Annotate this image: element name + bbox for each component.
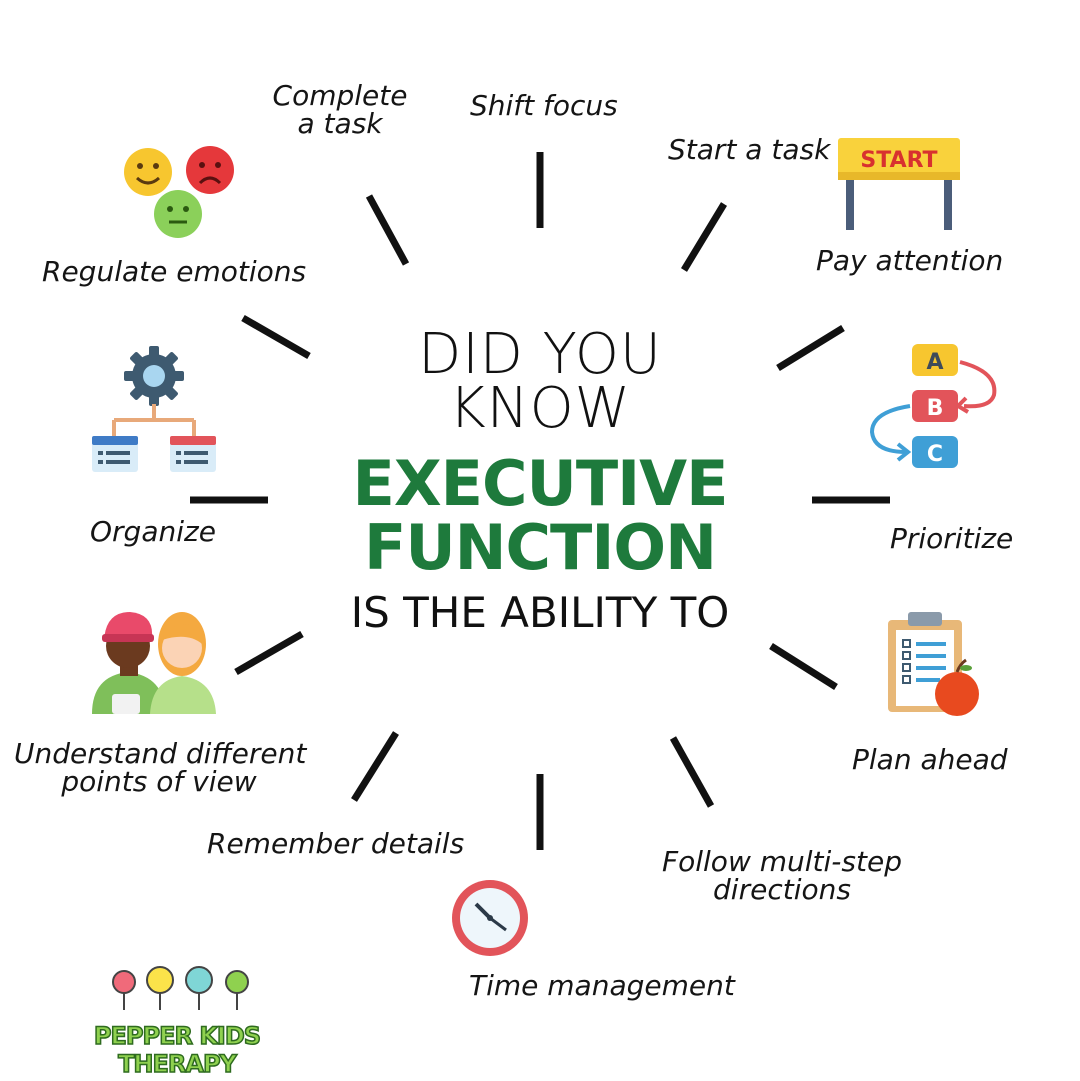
ray-remember-details [351,731,399,802]
logo-text: PEPPER KIDS THERAPY [93,1021,262,1079]
heading-line-1: DID YOU [418,322,662,387]
label-time-management: Time management [469,969,735,1002]
start-sign-icon: START [838,138,960,230]
label-regulate-emotions: Regulate emotions [42,255,307,288]
center-heading: DID YOU KNOW [300,322,780,441]
abc-letter-a: A [926,350,943,375]
label-prioritize: Prioritize [890,522,1014,555]
label-pay-attention: Pay attention [816,244,1004,277]
executive-function-title: EXECUTIVE FUNCTION [300,452,780,580]
label-understand-views: Understand different points of view [14,737,307,798]
ability-line: IS THE ABILITY TO [350,588,730,637]
ray-complete-task [365,194,410,266]
ray-plan-ahead [769,643,838,690]
label-understand-line-1: Understand different [14,737,307,770]
two-kids-icon [92,612,216,714]
label-plan-ahead: Plan ahead [852,743,1008,776]
label-complete-task: Complete a task [270,82,410,138]
label-follow-line-2: directions [713,873,851,906]
heading-line-2: KNOW [448,376,632,441]
label-follow-directions: Follow multi-step directions [662,848,902,904]
start-sign-text: START [860,148,937,173]
label-organize: Organize [90,515,216,548]
logo-lollipops-icon [112,966,249,1010]
highlight-line-2: FUNCTION [363,511,717,584]
label-shift-focus: Shift focus [470,89,618,122]
abc-priority-icon: A B C [869,344,997,468]
ray-regulate-emotions [241,314,311,360]
abc-letter-b: B [927,396,944,421]
label-remember-details: Remember details [207,827,465,860]
clipboard-apple-icon [888,612,979,716]
organize-chart-icon [92,346,216,472]
ray-understand [234,630,304,676]
label-complete-task-line-1: Complete [272,79,408,112]
clock-icon [452,880,528,956]
ray-pay-attention [776,325,845,371]
label-complete-task-line-2: a task [297,107,383,140]
highlight-line-1: EXECUTIVE [352,447,728,520]
abc-letter-c: C [927,442,943,467]
emotions-faces-icon [124,146,234,238]
label-follow-line-1: Follow multi-step [662,845,902,878]
ray-start-task [681,202,727,272]
label-start-task: Start a task [668,133,831,166]
label-understand-line-2: points of view [61,765,257,798]
ray-follow-directions [669,736,715,808]
